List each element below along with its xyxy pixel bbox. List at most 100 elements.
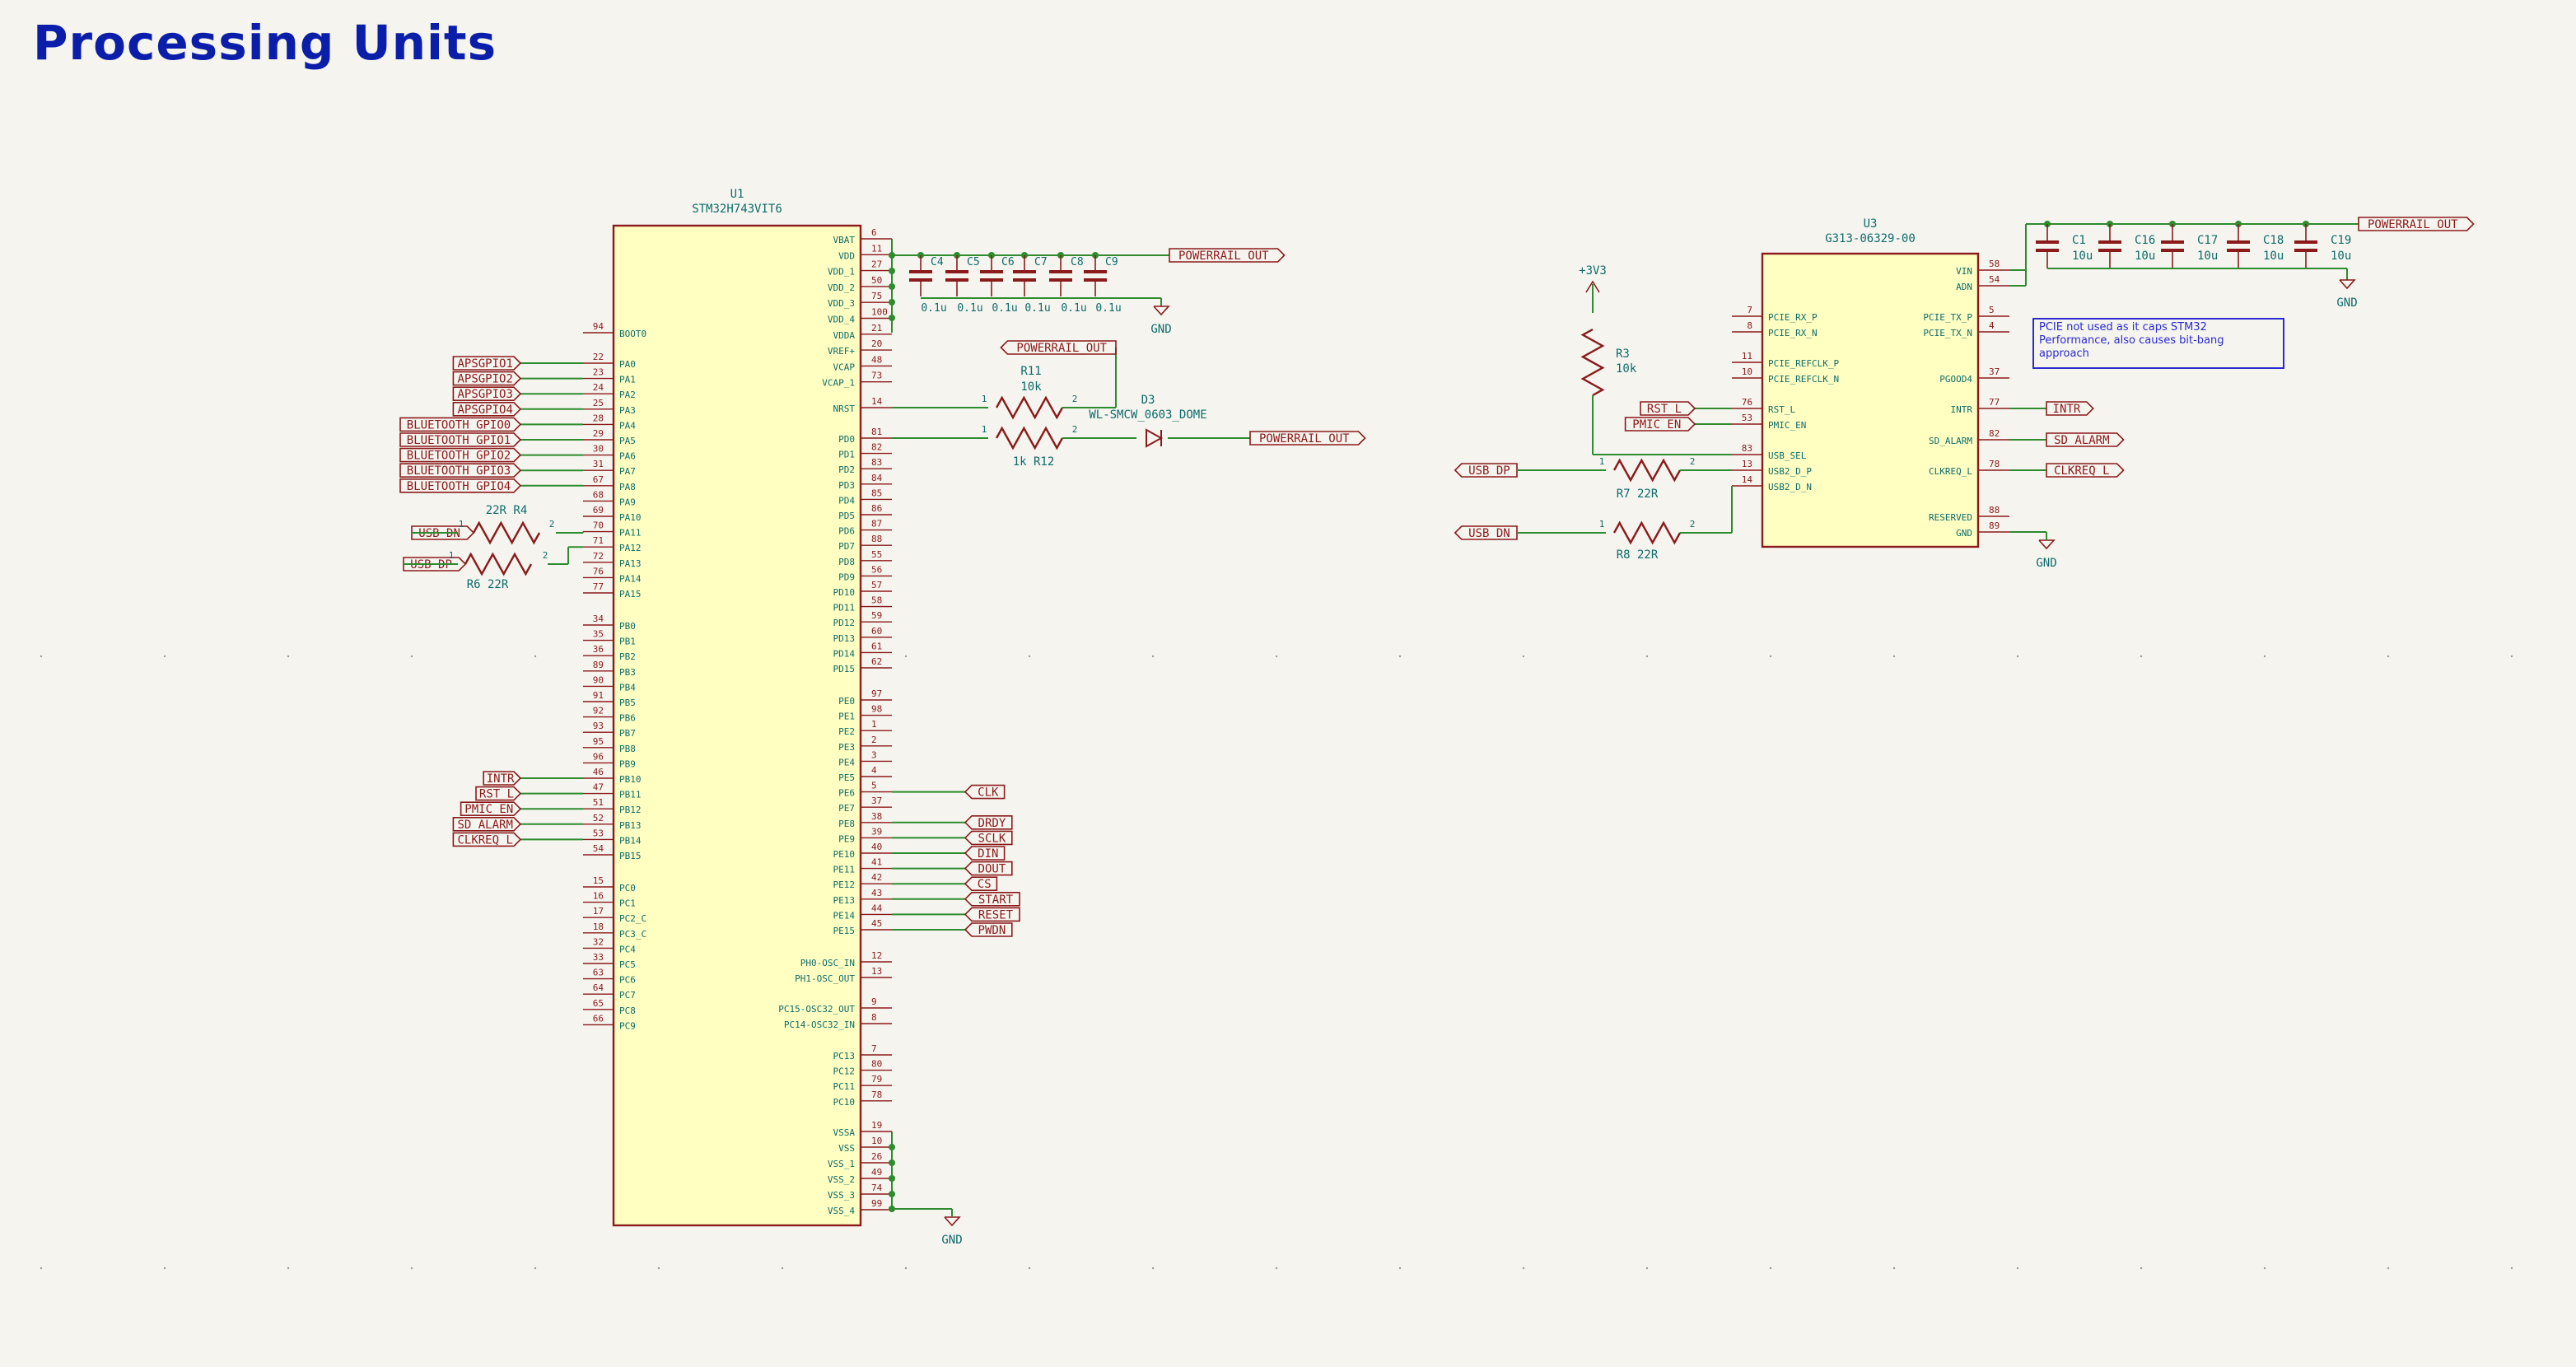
hier-label-text: INTR: [2053, 403, 2081, 416]
u1-pin-name: PC7: [619, 990, 636, 1001]
u1-pin-num: 76: [593, 566, 604, 576]
hier-label-u1-din: [964, 846, 1006, 861]
u3-pin-name: PCIE_RX_P: [1768, 312, 1818, 323]
u1-pin-name: PA6: [619, 451, 636, 462]
hier-label-pmic-en: [460, 801, 522, 817]
hier-label-text: POWERRAIL_OUT: [1178, 250, 1269, 263]
u3-pin-num: 7: [1747, 305, 1752, 315]
hier-label-text: PMIC_EN: [1632, 418, 1681, 432]
u1-pin-name: PD4: [838, 495, 855, 506]
u1-pin-name: PB1: [619, 637, 636, 647]
u1-pin-name: PC6: [619, 975, 636, 986]
u1-pin-name: VSS_3: [828, 1190, 855, 1201]
grid-dot: [287, 655, 290, 658]
u1-pin-name: PD10: [833, 587, 856, 598]
grid-dot: [1398, 1267, 1402, 1270]
grid-dot: [534, 655, 537, 658]
pin-num: 1: [982, 424, 987, 435]
u1-pin-name: PB7: [619, 728, 636, 739]
u1-pin-name: PD8: [838, 557, 855, 567]
r8-label: R8 22R: [1617, 548, 1659, 562]
cap-value: 10u: [2263, 250, 2284, 263]
u1-pin-num: 20: [871, 338, 882, 349]
u1-pin-num: 37: [871, 795, 882, 806]
hier-label-u1-drdy: [964, 814, 1013, 830]
u1-pin-num: 7: [871, 1043, 877, 1054]
u1-pin-num: 68: [593, 489, 604, 500]
grid-dot: [1151, 655, 1155, 658]
u3-pin-num: 11: [1742, 351, 1752, 362]
grid-dot: [781, 1267, 784, 1270]
hier-label-clkreq-l: [452, 832, 522, 847]
u1-pin-num: 22: [593, 352, 604, 362]
u1-pin-num: 10: [871, 1136, 882, 1146]
u3-pin-name: PCIE_REFCLK_P: [1768, 358, 1839, 369]
u1-pin-name: PC5: [619, 959, 636, 970]
u1-pin-num: 3: [871, 749, 877, 760]
u1-pin-name: VDD: [838, 250, 855, 261]
r4-label: 22R R4: [486, 504, 528, 517]
u3-pin-num: 8: [1747, 320, 1752, 331]
hier-label-apsgpio3: [452, 386, 522, 402]
grid-dot: [2016, 1267, 2019, 1270]
u1-pin-num: 72: [593, 551, 604, 562]
cap-c6: [980, 278, 1003, 282]
u3-pin-name: CLKREQ_L: [1929, 466, 1972, 477]
u3-pin-num: 58: [1989, 259, 2000, 269]
grid-dot: [163, 655, 166, 658]
u1-pin-name: PB8: [619, 744, 636, 754]
pin-num: 2: [543, 550, 548, 561]
u1-pin-num: 27: [871, 259, 882, 270]
r11-symbol: [995, 395, 1064, 420]
u1-pin-name: PE4: [838, 757, 855, 767]
u1-pin-name: PB10: [619, 774, 642, 785]
hier-label-text: SD_ALARM: [2054, 434, 2109, 447]
u3-pin-num: 77: [1989, 397, 2000, 408]
hier-label-text: CLKREQ_L: [457, 833, 512, 847]
u1-pin-name: VSS_2: [828, 1174, 855, 1185]
u1-pin-num: 12: [871, 950, 882, 961]
r8-symbol: [1612, 520, 1682, 545]
grid-dot: [904, 1267, 908, 1270]
u1-pin-name: PE8: [838, 819, 855, 829]
hier-label-u1-sclk: [964, 830, 1013, 846]
u1-pin-num: 86: [871, 503, 882, 514]
u1-pin-name: PA7: [619, 466, 636, 477]
u1-pin-name: PD6: [838, 526, 855, 537]
cap-ref: C8: [1071, 256, 1084, 268]
cap-c8: [1049, 270, 1072, 273]
hier-label-text: RST_L: [479, 788, 514, 801]
r3-value: 10k: [1616, 362, 1637, 376]
junction-dot: [889, 1175, 895, 1182]
u1-pin-name: NRST: [833, 404, 856, 414]
u1-pin-name: PD9: [838, 572, 855, 582]
hier-label-text: CS: [978, 878, 992, 891]
hier-label-bluetooth-gpio4: [399, 478, 522, 493]
u1-pin-num: 36: [593, 644, 604, 655]
u1-pin-num: 18: [593, 921, 604, 932]
u3-pin-name: SD_ALARM: [1929, 436, 1972, 446]
hier-label-powerrail-out-u3: [2358, 217, 2475, 231]
u1-pin-num: 64: [593, 982, 604, 993]
pin-num: 1: [459, 519, 464, 530]
u1-pin-num: 6: [871, 227, 877, 238]
u1-pin-num: 43: [871, 888, 882, 898]
hier-label-usb-dn-left: [411, 525, 475, 540]
u1-pin-name: PE12: [833, 879, 856, 890]
u1-pin-name: PD13: [833, 633, 856, 644]
u3-pin-num: 37: [1989, 366, 2000, 377]
u3-pin-num: 78: [1989, 459, 2000, 469]
cap-c16: [2098, 249, 2121, 252]
u3-pin-name: PCIE_REFCLK_N: [1768, 374, 1839, 385]
u3-pin-name: USB2_D_N: [1768, 482, 1812, 492]
u1-pin-name: PA13: [619, 558, 642, 569]
u3-pin-num: 4: [1989, 320, 1995, 331]
u1-pin-num: 41: [871, 857, 882, 868]
u3-pin-name: PCIE_TX_P: [1923, 312, 1972, 323]
u1-pin-num: 15: [593, 875, 604, 886]
u1-pin-name: PE7: [838, 803, 855, 814]
u1-pin-name: PB13: [619, 820, 642, 831]
u1-pin-num: 60: [871, 626, 882, 637]
u1-pin-name: PE6: [838, 788, 855, 799]
u1-pin-num: 9: [871, 996, 877, 1007]
